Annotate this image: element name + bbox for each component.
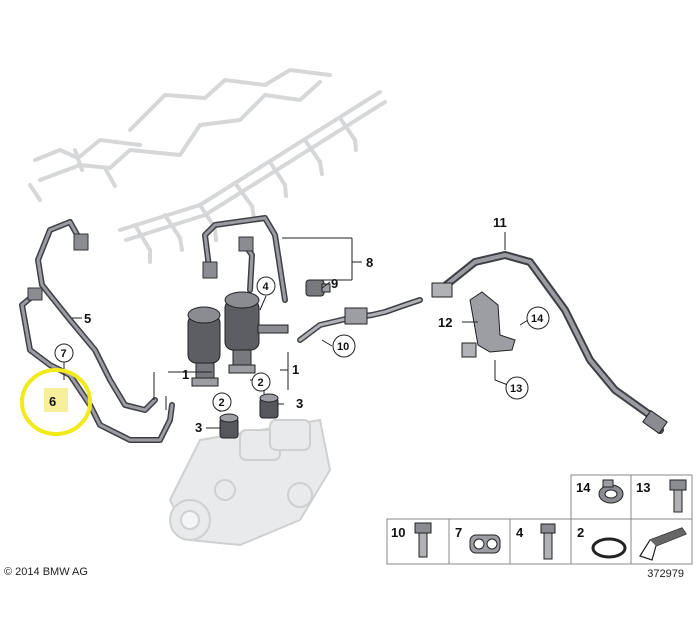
callout-5: 5: [84, 311, 91, 326]
drawing-number: 372979: [647, 568, 684, 580]
bushing-right: [259, 393, 279, 419]
svg-text:10: 10: [337, 341, 349, 353]
legend-label-7: 7: [455, 525, 462, 540]
callout-4: 4: [256, 276, 276, 296]
hex-bolt-icon: [414, 522, 432, 558]
svg-text:6: 6: [49, 394, 56, 409]
svg-text:2: 2: [219, 397, 225, 409]
bolt-icon: [669, 479, 687, 513]
callout-12: 12: [438, 315, 452, 330]
copyright-text: © 2014 BMW AG: [4, 566, 88, 578]
arrow-icon: [639, 527, 687, 561]
callout-7: 7: [54, 343, 74, 363]
fuel-hose-11: [431, 251, 668, 434]
callout-8: 8: [366, 255, 373, 270]
legend-label-10: 10: [391, 525, 405, 540]
callout-14: 14: [526, 306, 550, 330]
legend-label-2: 2: [577, 525, 584, 540]
callout-3a: 3: [195, 420, 202, 435]
parts-legend: 14 13 10 7 4 2: [386, 474, 693, 565]
svg-text:1: 1: [292, 362, 299, 377]
svg-text:1: 1: [182, 367, 189, 382]
o-ring-icon: [591, 537, 627, 559]
svg-text:9: 9: [331, 276, 338, 291]
callout-2a: 2: [212, 392, 232, 412]
high-pressure-pump-right: [224, 291, 289, 374]
svg-text:5: 5: [84, 311, 91, 326]
callout-1a: 1: [182, 367, 189, 382]
callout-3b: 3: [296, 396, 303, 411]
callout-6[interactable]: 6: [44, 388, 68, 412]
pressure-sensor: [305, 279, 331, 297]
hose-clamp-icon: [598, 479, 624, 504]
supply-line-upper: [202, 215, 288, 303]
svg-text:12: 12: [438, 315, 452, 330]
high-pressure-pump-left: [187, 306, 221, 387]
screw-icon: [540, 523, 556, 560]
highlight-circle: [20, 368, 92, 436]
svg-text:2: 2: [258, 377, 264, 389]
ghost-high-pressure-pump: [168, 418, 332, 547]
legend-label-4: 4: [516, 525, 524, 540]
callout-1b: 1: [292, 362, 299, 377]
fuel-line-6: [19, 287, 175, 443]
bracket-12: [461, 291, 516, 358]
ghost-fuel-rail: [28, 68, 387, 264]
svg-text:3: 3: [296, 396, 303, 411]
callout-2b: 2: [251, 372, 271, 392]
svg-text:4: 4: [263, 281, 270, 293]
callout-13: 13: [505, 376, 529, 400]
callout-11: 11: [493, 215, 507, 230]
callout-10: 10: [332, 334, 356, 358]
svg-text:11: 11: [493, 215, 507, 230]
pipe-clip-icon: [469, 534, 501, 554]
svg-text:13: 13: [510, 383, 522, 395]
bushing-left: [219, 413, 239, 439]
svg-text:8: 8: [366, 255, 373, 270]
legend-label-14: 14: [576, 480, 591, 495]
return-line-bracket: [297, 297, 423, 343]
callout-9: 9: [331, 276, 338, 291]
svg-text:7: 7: [61, 348, 67, 360]
svg-text:14: 14: [531, 313, 544, 325]
svg-text:3: 3: [195, 420, 202, 435]
legend-label-13: 13: [636, 480, 650, 495]
fuel-line-5: [35, 219, 158, 413]
